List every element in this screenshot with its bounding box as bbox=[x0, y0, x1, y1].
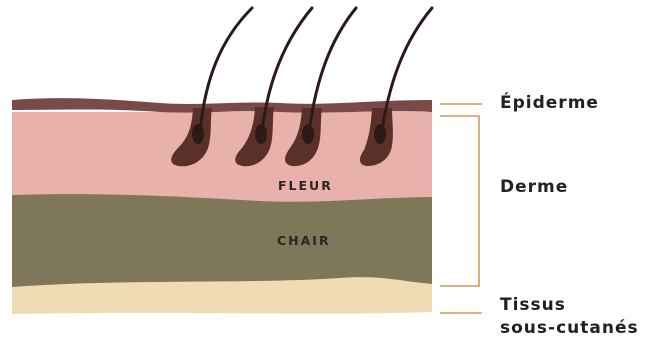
derme-label: Derme bbox=[500, 176, 568, 198]
flesh-layer bbox=[12, 193, 432, 287]
chair-label: CHAIR bbox=[277, 233, 331, 248]
derme-bracket bbox=[440, 116, 479, 286]
tissus-label-line2: sous-cutanés bbox=[500, 317, 639, 339]
layer-brackets bbox=[440, 104, 482, 313]
hair-bulb-2 bbox=[255, 124, 267, 144]
epiderme-label: Épiderme bbox=[500, 92, 599, 114]
hair-bulb-4 bbox=[374, 124, 386, 144]
epidermis-layer bbox=[12, 98, 432, 112]
hair-bulb-3 bbox=[302, 124, 314, 144]
fleur-label: FLEUR bbox=[278, 178, 333, 193]
hair-bulb-1 bbox=[192, 124, 204, 144]
tissus-label-line1: Tissus bbox=[500, 294, 566, 316]
